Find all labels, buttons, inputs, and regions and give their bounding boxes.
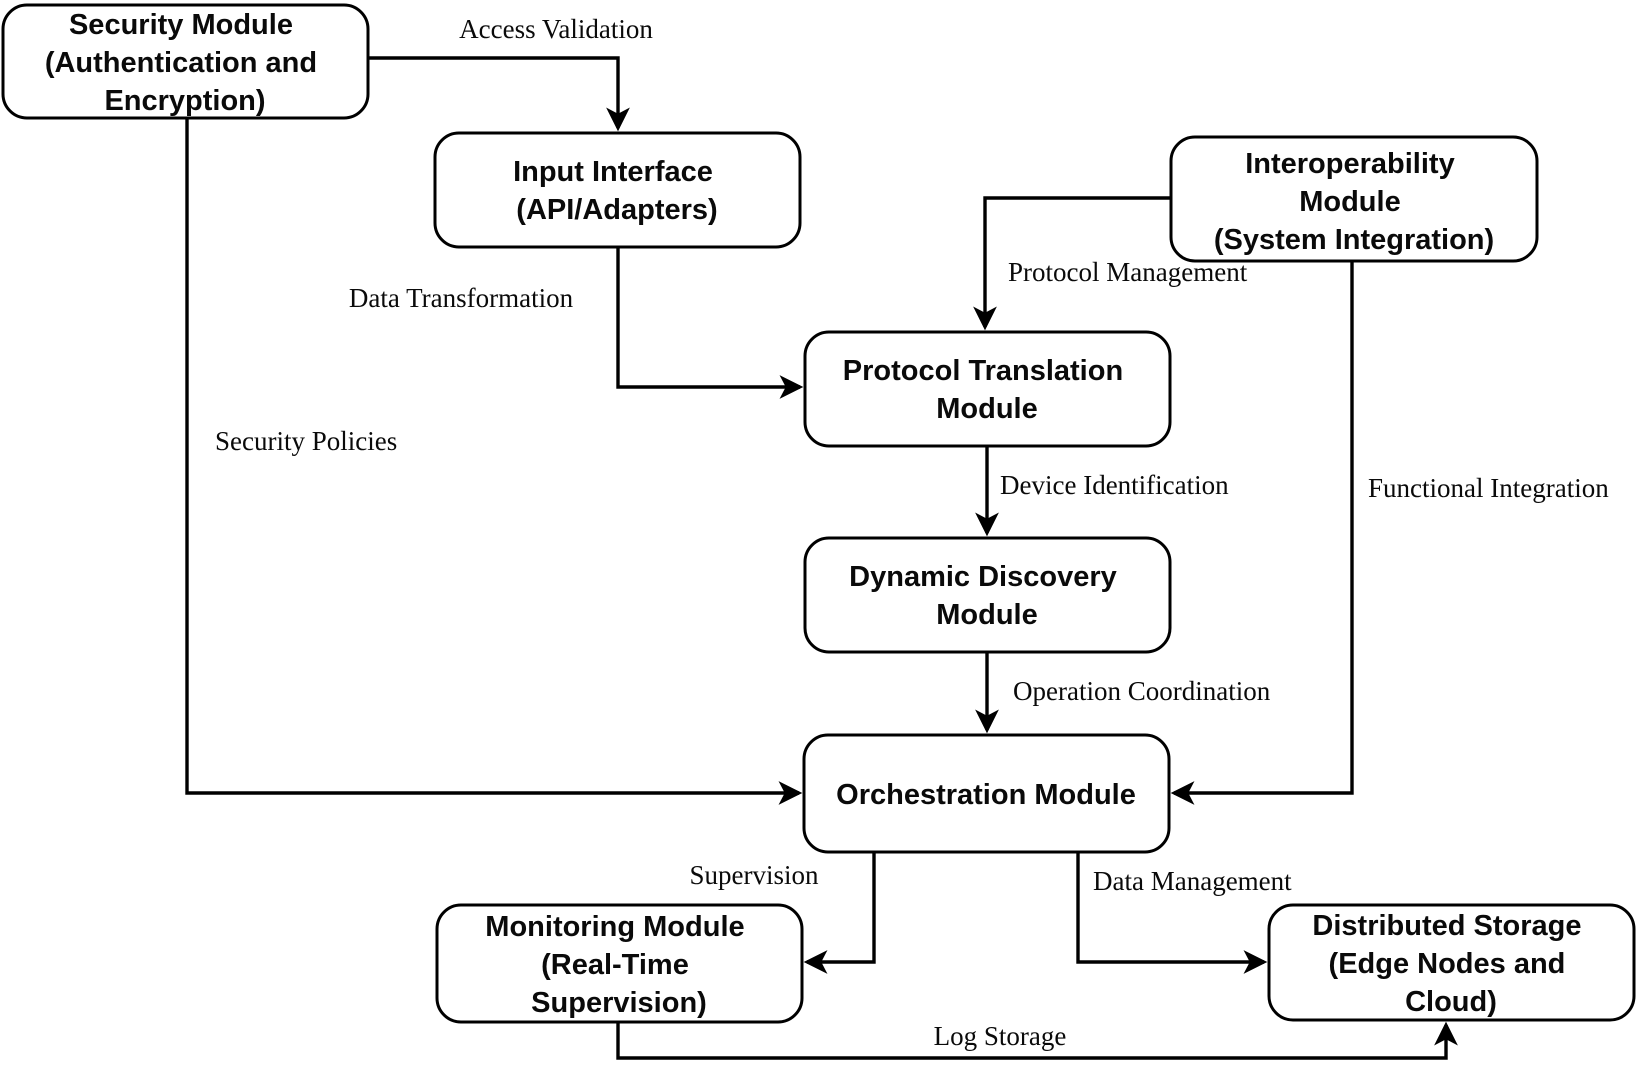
monitoring-module-label: Monitoring Module (Real-Time Supervision…: [485, 911, 752, 1019]
protocol-translation-module-label: Protocol Translation Module: [843, 355, 1131, 425]
data-management-arrow: [1076, 852, 1268, 974]
node-orchestration-module: Orchestration Module: [802, 733, 1171, 854]
input-interface-box: [433, 131, 802, 249]
node-security-module: Security Module (Authentication and Encr…: [1, 3, 370, 120]
supervision-arrow: [803, 852, 876, 974]
edge-supervision: Supervision: [689, 852, 876, 974]
edge-access-validation: Access Validation: [368, 14, 653, 132]
edge-operation-coordination: Operation Coordination: [975, 652, 1271, 734]
access-validation-arrow: [368, 56, 630, 132]
node-distributed-storage: Distributed Storage (Edge Nodes and Clou…: [1267, 903, 1636, 1022]
distributed-storage-label: Distributed Storage (Edge Nodes and Clou…: [1312, 910, 1589, 1018]
data-transformation-label: Data Transformation: [349, 283, 574, 313]
log-storage-arrow: [616, 1021, 1458, 1060]
data-transformation-arrow: [616, 247, 804, 399]
supervision-label: Supervision: [689, 860, 819, 890]
log-storage-label: Log Storage: [934, 1021, 1067, 1051]
operation-coordination-label: Operation Coordination: [1013, 676, 1271, 706]
edge-data-management: Data Management: [1076, 852, 1292, 974]
edge-device-identification: Device Identification: [975, 446, 1229, 537]
node-interoperability-module: Interoperability Module (System Integrat…: [1169, 135, 1539, 263]
edge-functional-integration: Functional Integration: [1170, 261, 1609, 805]
distributed-storage-box: [1267, 903, 1636, 1022]
node-monitoring-module: Monitoring Module (Real-Time Supervision…: [435, 903, 804, 1024]
orchestration-module-label: Orchestration Module: [836, 779, 1136, 811]
interoperability-module-label: Interoperability Module (System Integrat…: [1214, 148, 1494, 256]
orchestration-module-box: [802, 733, 1171, 854]
monitoring-module-box: [435, 903, 804, 1024]
access-validation-label: Access Validation: [459, 14, 653, 44]
input-interface-label: Input Interface (API/Adapters): [513, 156, 721, 226]
security-policies-label: Security Policies: [215, 426, 397, 456]
device-identification-label: Device Identification: [1000, 470, 1229, 500]
dynamic-discovery-module-box: [803, 536, 1172, 654]
interoperability-module-box: [1169, 135, 1539, 263]
node-dynamic-discovery-module: Dynamic Discovery Module: [803, 536, 1172, 654]
protocol-translation-module-box: [803, 330, 1172, 448]
functional-integration-label: Functional Integration: [1368, 473, 1609, 503]
security-module-box: [1, 3, 370, 120]
dynamic-discovery-module-label: Dynamic Discovery Module: [849, 561, 1125, 631]
edge-security-policies: Security Policies: [185, 118, 803, 805]
security-policies-arrow: [185, 118, 803, 805]
functional-integration-arrow: [1170, 261, 1354, 805]
edge-data-transformation: Data Transformation: [349, 247, 804, 399]
node-protocol-translation-module: Protocol Translation Module: [803, 330, 1172, 448]
data-management-label: Data Management: [1093, 866, 1292, 896]
edge-log-storage: Log Storage: [616, 1021, 1458, 1060]
node-input-interface: Input Interface (API/Adapters): [433, 131, 802, 249]
protocol-management-arrow: [973, 196, 1171, 331]
security-module-label: Security Module (Authentication and Encr…: [45, 9, 325, 117]
